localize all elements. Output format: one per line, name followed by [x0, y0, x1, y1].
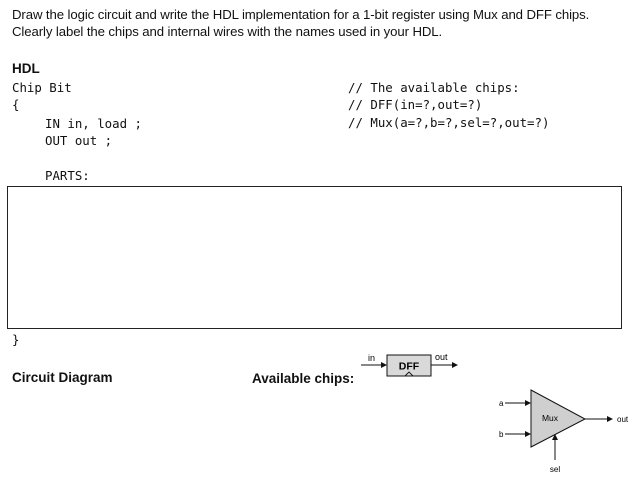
parts-answer-box[interactable]: [7, 186, 622, 329]
mux-name: Mux: [542, 413, 559, 423]
mux-chip-diagram: a b Mux out sel: [499, 389, 629, 474]
instruction-line-2: Clearly label the chips and internal wir…: [12, 24, 443, 39]
chip-declaration: Chip Bit: [12, 80, 72, 95]
hdl-heading: HDL: [12, 61, 40, 76]
mux-sel-label: sel: [550, 465, 560, 474]
mux-out-label: out: [617, 415, 629, 424]
comment-mux-signature: // Mux(a=?,b=?,sel=?,out=?): [348, 115, 550, 130]
comment-available-chips: // The available chips:: [348, 80, 520, 95]
parts-label: PARTS:: [45, 168, 90, 183]
dff-out-label: out: [435, 352, 448, 362]
mux-triangle: [530, 389, 587, 448]
dff-name: DFF: [399, 361, 420, 373]
mux-a-label: a: [499, 399, 504, 408]
clock-triangle-icon: [404, 371, 414, 377]
comment-dff-signature: // DFF(in=?,out=?): [348, 97, 483, 112]
instruction-line-1: Draw the logic circuit and write the HDL…: [12, 7, 590, 22]
dff-in-label: in: [368, 353, 375, 363]
dff-chip-diagram: in DFF out: [361, 352, 458, 377]
out-declaration: OUT out ;: [45, 133, 113, 148]
available-chips-label: Available chips:: [252, 371, 355, 386]
open-brace: {: [12, 97, 20, 112]
close-brace: }: [12, 332, 20, 347]
mux-b-label: b: [499, 430, 504, 439]
in-declaration: IN in, load ;: [45, 116, 142, 131]
instructions: Draw the logic circuit and write the HDL…: [12, 6, 627, 40]
circuit-diagram-label: Circuit Diagram: [12, 370, 113, 385]
